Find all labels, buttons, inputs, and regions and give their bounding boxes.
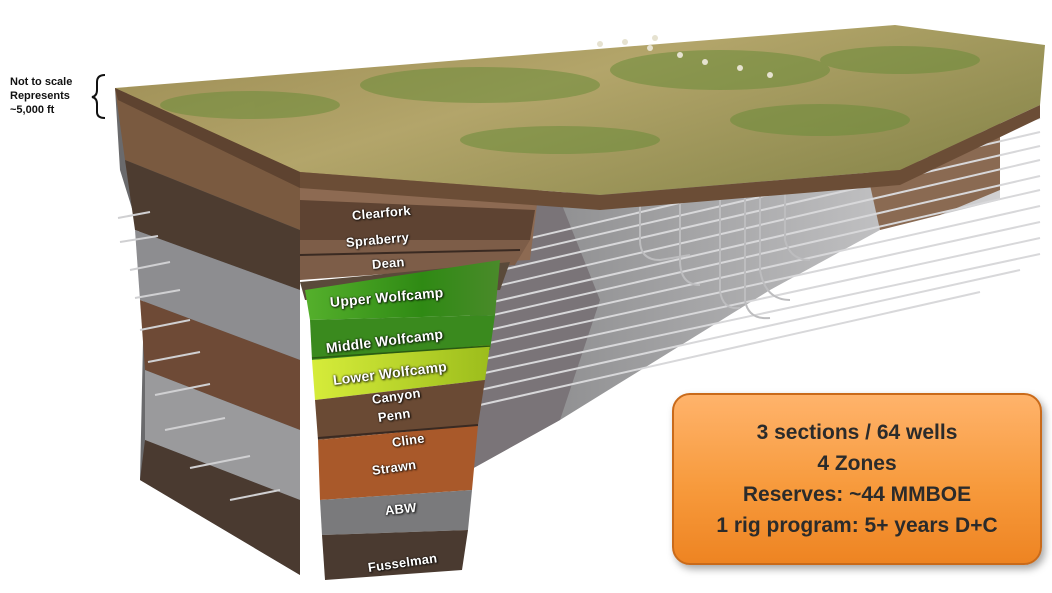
- summary-box: 3 sections / 64 wells 4 Zones Reserves: …: [672, 393, 1042, 565]
- scale-note: Not to scale Represents ~5,000 ft: [10, 75, 96, 117]
- zone-label-dean: Dean: [371, 254, 406, 272]
- summary-line-rig-program: 1 rig program: 5+ years D+C: [716, 514, 998, 537]
- summary-line-reserves: Reserves: ~44 MMBOE: [742, 483, 972, 506]
- summary-line-zones: 4 Zones: [817, 452, 897, 475]
- scale-note-line2: Represents: [10, 90, 70, 102]
- surface-slab: [115, 25, 1045, 210]
- scale-bracket: [91, 74, 106, 119]
- summary-line-sections-wells: 3 sections / 64 wells: [756, 421, 958, 444]
- left-side-face: [115, 88, 300, 575]
- vertical-wellbores: [639, 115, 811, 320]
- scale-note-line3: ~5,000 ft: [10, 104, 55, 116]
- scale-note-line1: Not to scale: [10, 76, 73, 88]
